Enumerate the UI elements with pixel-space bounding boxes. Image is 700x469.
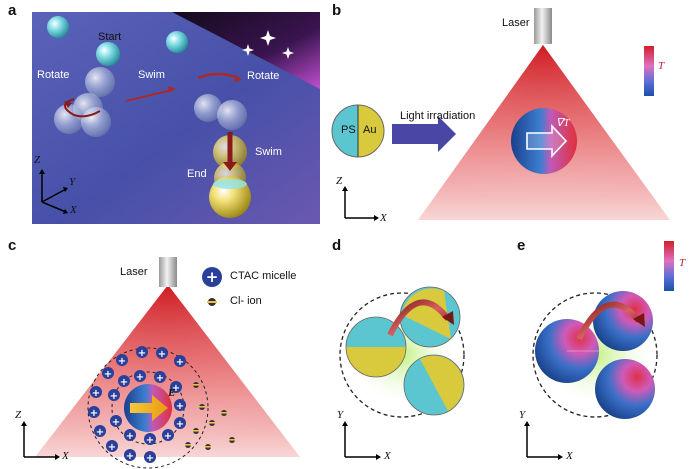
panel-label-a: a bbox=[8, 2, 17, 19]
ball-top-left bbox=[47, 16, 69, 38]
svg-text:+: + bbox=[126, 451, 134, 462]
ion-legend-label: Cl- ion bbox=[230, 295, 262, 307]
svg-text:+: + bbox=[108, 442, 116, 453]
axis-x-e: X bbox=[566, 450, 573, 462]
svg-text:+: + bbox=[156, 373, 164, 384]
axis-x-d: X bbox=[384, 450, 391, 462]
label-start: Start bbox=[98, 31, 122, 43]
svg-text:+: + bbox=[176, 401, 184, 412]
panel-a-scene bbox=[32, 12, 320, 224]
svg-text:+: + bbox=[112, 417, 120, 428]
svg-text:+: + bbox=[146, 435, 154, 446]
colorbar-e-label: T bbox=[679, 257, 686, 269]
svg-text:+: + bbox=[176, 419, 184, 430]
panel-label-c: c bbox=[8, 237, 17, 254]
svg-text:+: + bbox=[92, 388, 100, 399]
label-end: End bbox=[187, 168, 207, 180]
colorbar-b-label: T bbox=[658, 60, 665, 72]
label-swim-1: Swim bbox=[138, 69, 165, 81]
janus-au-label: Au bbox=[363, 124, 377, 136]
panel-label-b: b bbox=[332, 2, 342, 19]
svg-text:+: + bbox=[110, 391, 118, 402]
panel-label-e: e bbox=[517, 237, 526, 254]
janus-ps-label: PS bbox=[341, 124, 356, 136]
laser-nozzle-b bbox=[534, 8, 552, 44]
colorbar-b bbox=[644, 46, 654, 96]
svg-text:+: + bbox=[126, 431, 134, 442]
svg-text:+: + bbox=[164, 431, 172, 442]
label-rotate-2: Rotate bbox=[247, 70, 280, 82]
panel-d-scene bbox=[339, 286, 465, 460]
laser-label-b: Laser bbox=[502, 17, 530, 29]
axis-y-d: Y bbox=[337, 409, 344, 421]
axis-x-a: X bbox=[70, 204, 77, 216]
svg-text:+: + bbox=[172, 383, 180, 394]
panel-b-scene bbox=[331, 8, 670, 221]
panel-label-d: d bbox=[332, 237, 342, 254]
axis-z-c: Z bbox=[15, 409, 22, 421]
colorbar-e bbox=[664, 241, 674, 291]
light-irradiation-label: Light irradiation bbox=[400, 110, 476, 122]
axis-z-b: Z bbox=[336, 175, 343, 187]
panel-e-scene bbox=[524, 241, 674, 460]
ball-top-mid bbox=[166, 31, 188, 53]
panel-a: a bbox=[0, 0, 330, 235]
svg-text:+: + bbox=[90, 408, 98, 419]
label-swim-2: Swim bbox=[255, 146, 282, 158]
panel-b: b Laser PS Au Light irradiation ∇T T Z X bbox=[330, 0, 700, 235]
micelle-legend-label: CTAC micelle bbox=[230, 270, 297, 282]
axis-x-c: X bbox=[62, 450, 69, 462]
micelle-legend-icon bbox=[202, 267, 222, 287]
label-rotate-1: Rotate bbox=[37, 69, 70, 81]
svg-text:+: + bbox=[104, 369, 112, 380]
svg-text:+: + bbox=[118, 356, 126, 367]
svg-text:+: + bbox=[96, 427, 104, 438]
field-e-label: E bbox=[168, 387, 176, 399]
panel-c: c + ++++ ++++ ++++ ++++ ++++ + bbox=[0, 235, 330, 469]
svg-text:+: + bbox=[138, 348, 146, 359]
svg-text:+: + bbox=[146, 453, 154, 464]
svg-text:+: + bbox=[120, 377, 128, 388]
panel-d: d Y X bbox=[330, 235, 515, 469]
axis-y-a: Y bbox=[69, 176, 76, 188]
svg-text:+: + bbox=[206, 268, 219, 286]
laser-label-c: Laser bbox=[120, 266, 148, 278]
axis-x-b: X bbox=[380, 212, 387, 224]
svg-text:+: + bbox=[158, 349, 166, 360]
svg-text:+: + bbox=[136, 372, 144, 383]
axis-y-e: Y bbox=[519, 409, 526, 421]
svg-text:+: + bbox=[176, 357, 184, 368]
laser-nozzle-c bbox=[159, 257, 177, 287]
panel-c-scene: + ++++ ++++ ++++ ++++ ++++ ++ bbox=[21, 257, 300, 469]
axis-z-a: Z bbox=[34, 154, 41, 166]
grad-t-label: ∇T bbox=[556, 117, 570, 129]
panel-e: e T Y X bbox=[515, 235, 700, 469]
ball-start bbox=[96, 42, 120, 66]
